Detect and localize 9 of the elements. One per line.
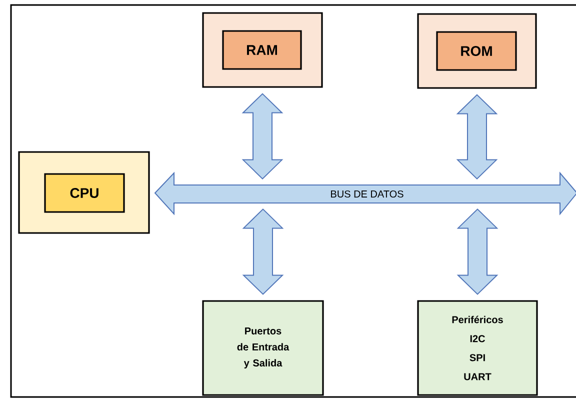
double-arrow (242, 208, 284, 295)
label-box: ROM (436, 31, 517, 71)
module-box: Puertos de Entrada y Salida (202, 300, 324, 396)
label-box: RAM (222, 30, 302, 70)
double-arrow (242, 93, 284, 180)
module-box: Periféricos I2C SPI UART (417, 300, 538, 396)
double-arrow (456, 208, 498, 295)
label-box: CPU (44, 173, 125, 213)
double-arrow (456, 94, 498, 180)
